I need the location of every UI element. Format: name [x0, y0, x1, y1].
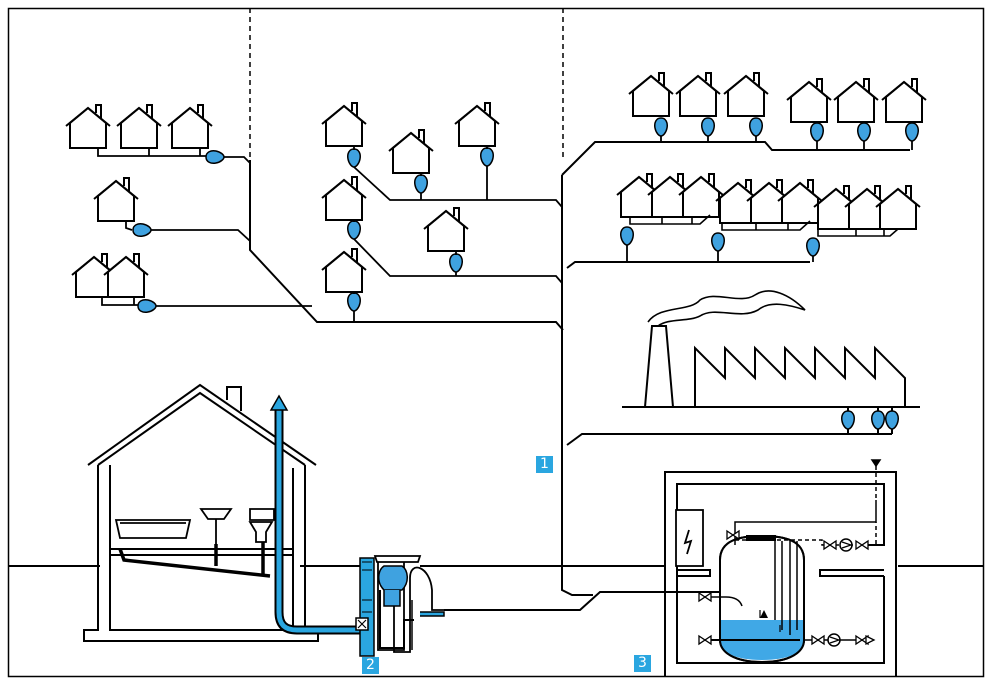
callout-tank-station: 3	[638, 655, 647, 671]
callout-2-badge	[362, 657, 379, 674]
gate-valve-icon	[698, 530, 876, 647]
factory-pumps	[841, 410, 899, 430]
washbasin-icon	[199, 508, 233, 544]
electrical-panel-icon	[675, 509, 704, 567]
toilet-icon	[248, 508, 275, 543]
callout-3-badge	[634, 655, 651, 672]
callout-main-line: 1	[540, 456, 549, 472]
callout-pump-station: 2	[366, 657, 375, 673]
callout-1-badge	[536, 456, 553, 473]
district-boundaries	[249, 8, 564, 250]
pressure-tank-icon	[700, 534, 805, 664]
grinder-pump-icon	[355, 555, 444, 657]
right-house-row-2	[616, 173, 921, 262]
bathtub-icon	[114, 519, 192, 539]
right-house-row-1	[628, 72, 927, 150]
main-pressure-line	[249, 141, 910, 611]
middle-house-group	[321, 102, 563, 322]
left-house-group	[65, 104, 312, 313]
drain-pipes	[118, 542, 271, 578]
vent-arrow-icon	[269, 394, 360, 635]
factory-icon	[622, 290, 920, 434]
pressure-pipe-to-main	[420, 611, 445, 617]
